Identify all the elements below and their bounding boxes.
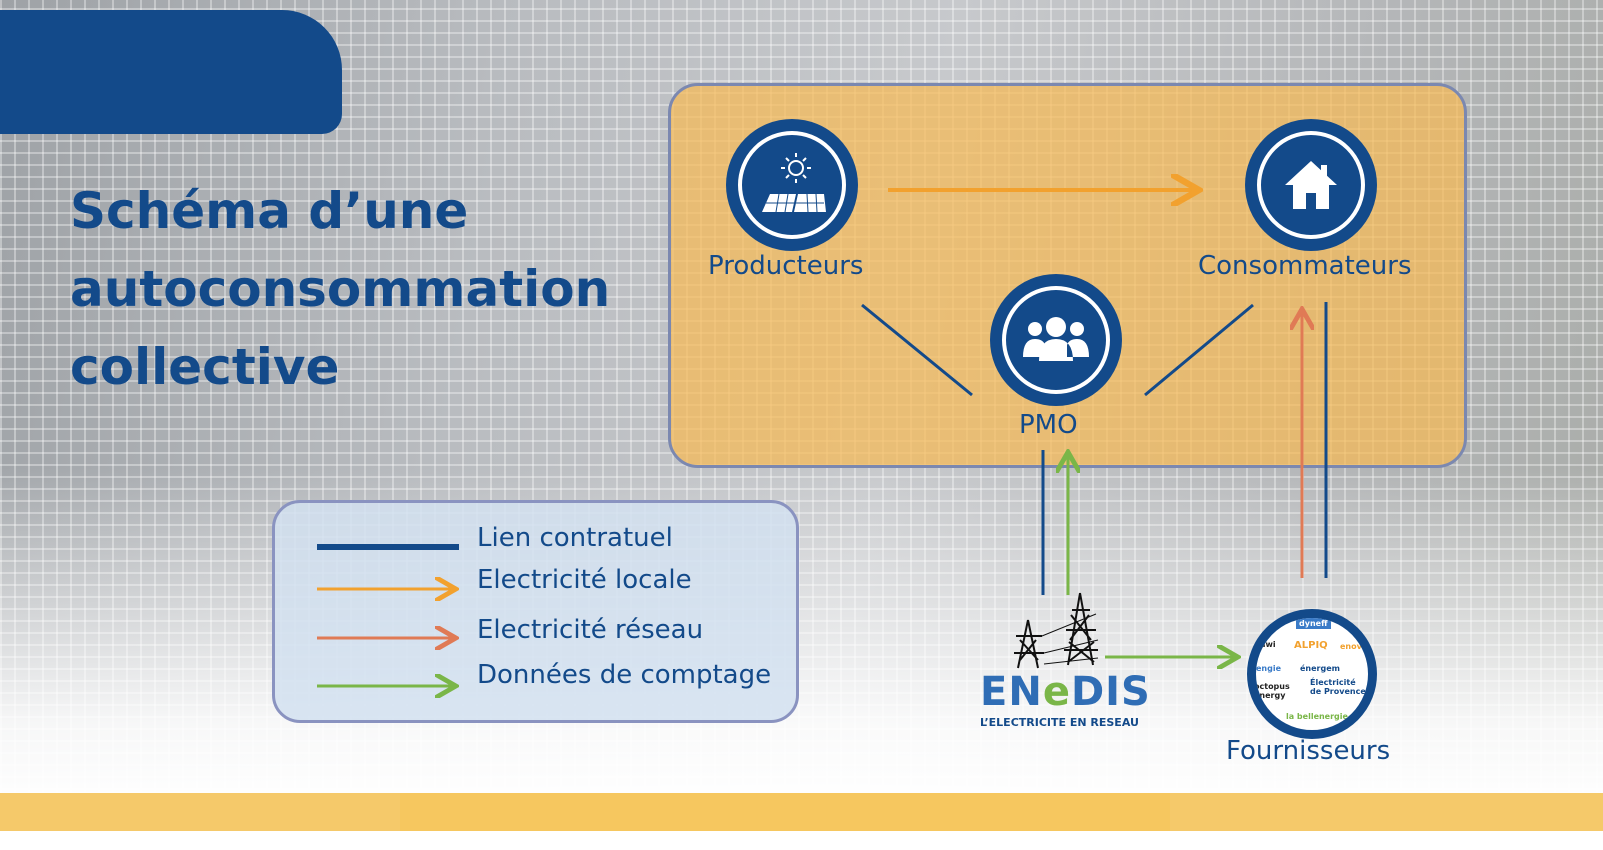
fournisseurs-node: dyneff ekiwi ALPIQ enovos engie énergem … <box>1247 609 1377 739</box>
page-title: Schéma d’une autoconsommation collective <box>70 172 670 406</box>
title-line: autoconsommation <box>70 260 611 318</box>
header-tab <box>0 10 342 134</box>
title-line: Schéma d’une <box>70 182 469 240</box>
pmo-node <box>990 274 1122 406</box>
pmo-label: PMO <box>1019 410 1078 440</box>
consommateurs-label: Consommateurs <box>1198 251 1412 281</box>
bottom-band-center <box>400 793 1170 831</box>
title-line: collective <box>70 338 340 396</box>
house-icon <box>1285 161 1337 209</box>
fournisseurs-label: Fournisseurs <box>1226 736 1391 766</box>
supplier-logo: ekiwi <box>1252 640 1276 649</box>
pylon-icon <box>1014 592 1099 669</box>
supplier-logo: ALPIQ <box>1294 640 1328 651</box>
solar-panel-icon <box>762 153 826 213</box>
legend-label: Electricité locale <box>477 565 692 595</box>
enedis-logo: ENeDIS L’ELECTRICITE EN RESEAU <box>980 669 1151 729</box>
supplier-logo: engie <box>1256 664 1282 673</box>
supplier-logo: la bellenergie <box>1286 712 1348 721</box>
group-icon <box>1023 317 1089 361</box>
contract-link-prod-pmo <box>861 303 973 397</box>
legend-swatches <box>317 544 459 723</box>
producteurs-node <box>726 119 858 251</box>
supplier-logo: octopus energy <box>1254 682 1290 700</box>
supplier-logo: énergem <box>1300 664 1340 673</box>
supplier-logo: enovos <box>1340 642 1373 651</box>
producteurs-label: Producteurs <box>708 251 864 281</box>
legend-label: Electricité réseau <box>477 615 704 645</box>
legend-label: Lien contratuel <box>477 523 673 553</box>
legend: Lien contratuel Electricité locale Elect… <box>272 500 799 723</box>
enedis-tagline: L’ELECTRICITE EN RESEAU <box>980 716 1139 729</box>
legend-label: Données de comptage <box>477 660 772 690</box>
consommateurs-node <box>1245 119 1377 251</box>
contract-link-pmo-cons <box>1144 303 1254 397</box>
supplier-logo: Électricité de Provence <box>1310 678 1366 696</box>
supplier-logo: dyneff <box>1296 618 1331 629</box>
